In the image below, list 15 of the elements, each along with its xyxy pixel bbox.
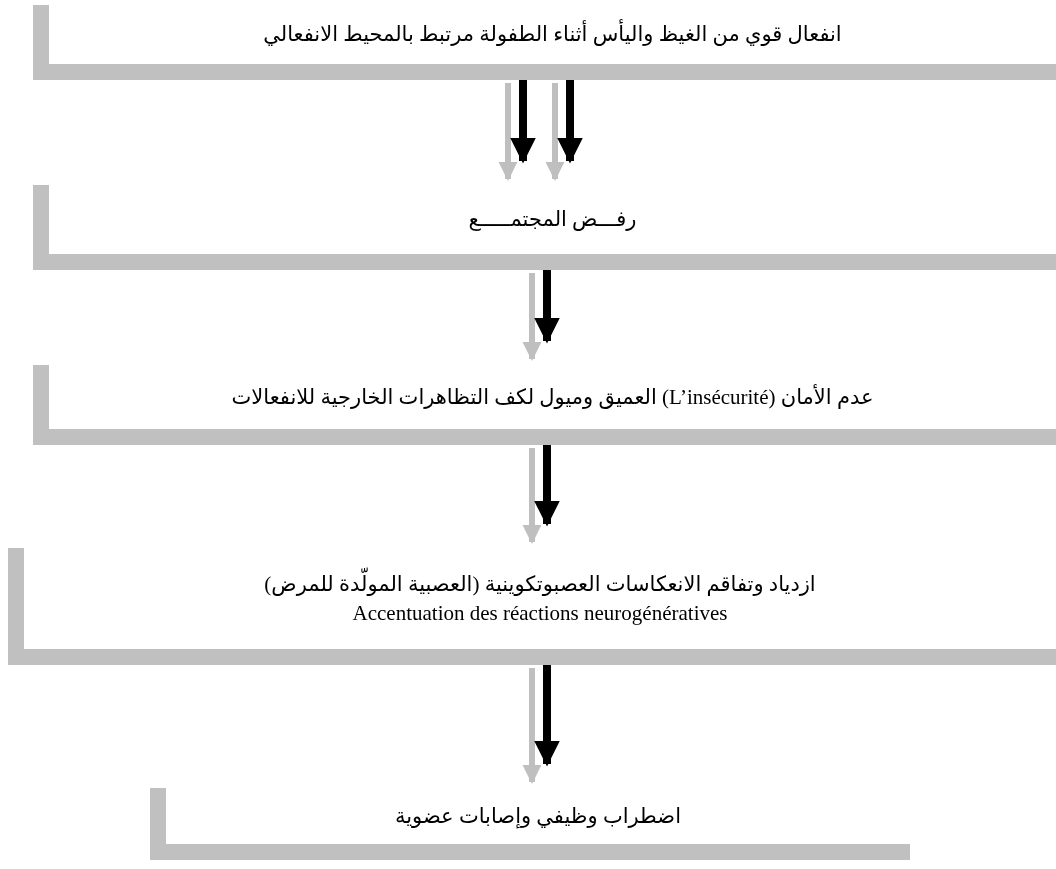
process-box <box>150 788 910 860</box>
process-box <box>33 5 1056 80</box>
box-text: اضطراب وظيفي وإصابات عضوية <box>394 802 682 831</box>
process-box <box>8 548 1056 665</box>
arrow <box>522 668 542 784</box>
box-text: عدم الأمان (L’insécurité) العميق وميول لكف التظاهرات الخارجية للانفعالات <box>231 383 874 411</box>
box-text: Accentuation des réactions neurogénératives <box>352 599 728 627</box>
box-text: رفـــض المجتمـــــع <box>468 206 637 234</box>
box-text: انفعال قوي من الغيظ واليأس أثناء الطفولة مرتبط بالمحيط الانفعالي <box>263 20 842 49</box>
arrow <box>545 83 565 181</box>
arrow <box>498 83 518 181</box>
process-box <box>33 365 1056 445</box>
arrow <box>522 448 542 544</box>
process-box <box>33 185 1056 270</box>
arrow <box>522 273 542 361</box>
